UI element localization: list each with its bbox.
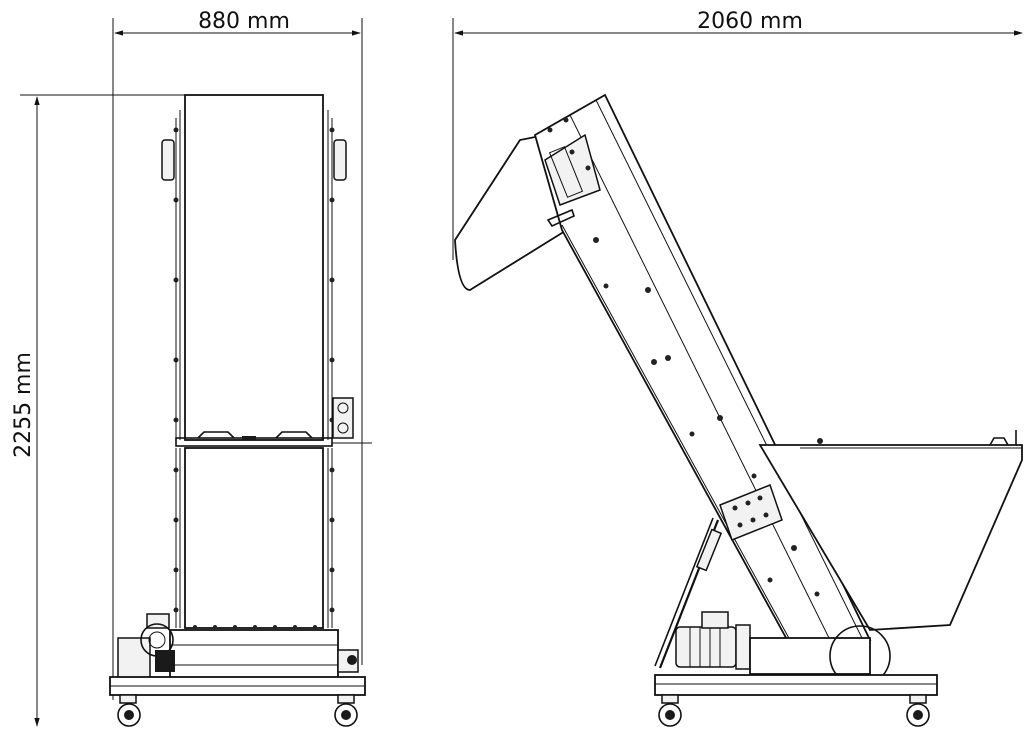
dimension-front-width: 880 mm [112,9,363,700]
front-width-label: 880 mm [198,9,290,34]
dimension-height: 2255 mm [11,94,185,727]
front-view [109,94,372,727]
height-label: 2255 mm [11,352,36,458]
side-view [454,93,1023,727]
side-width-label: 2060 mm [697,9,803,34]
dimension-side-width: 2060 mm [452,9,1023,260]
